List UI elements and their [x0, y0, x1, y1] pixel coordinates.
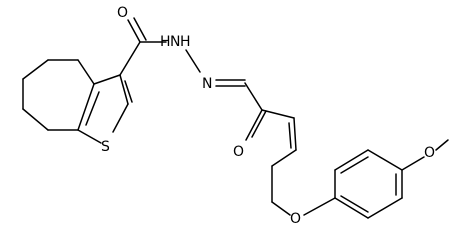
cyclohexane-ring: [22, 59, 79, 131]
thiophene-ring: [77, 59, 133, 144]
hydrazone-hydrogen-label: H: [160, 34, 171, 50]
hydrazone-linker: [119, 17, 263, 111]
methoxy-oxygen-label: O: [424, 145, 435, 161]
carbonyl-oxygen-label: O: [117, 5, 128, 21]
furan-oxygen-label: O: [233, 144, 244, 160]
imine-nitrogen-label: N: [202, 76, 212, 92]
ether-oxygen-label: O: [290, 211, 301, 227]
thiophene-sulfur-label: S: [101, 139, 110, 155]
amide-nitrogen-label: N: [170, 34, 180, 50]
furan-ring: [245, 109, 297, 167]
methylene-ether-linker: [271, 165, 336, 216]
amide-hydrogen-label: H: [180, 34, 191, 50]
benzene-ring: [334, 149, 403, 219]
methoxy-group: [401, 139, 449, 171]
atom-labels: O N H H N S O O O: [101, 5, 435, 227]
